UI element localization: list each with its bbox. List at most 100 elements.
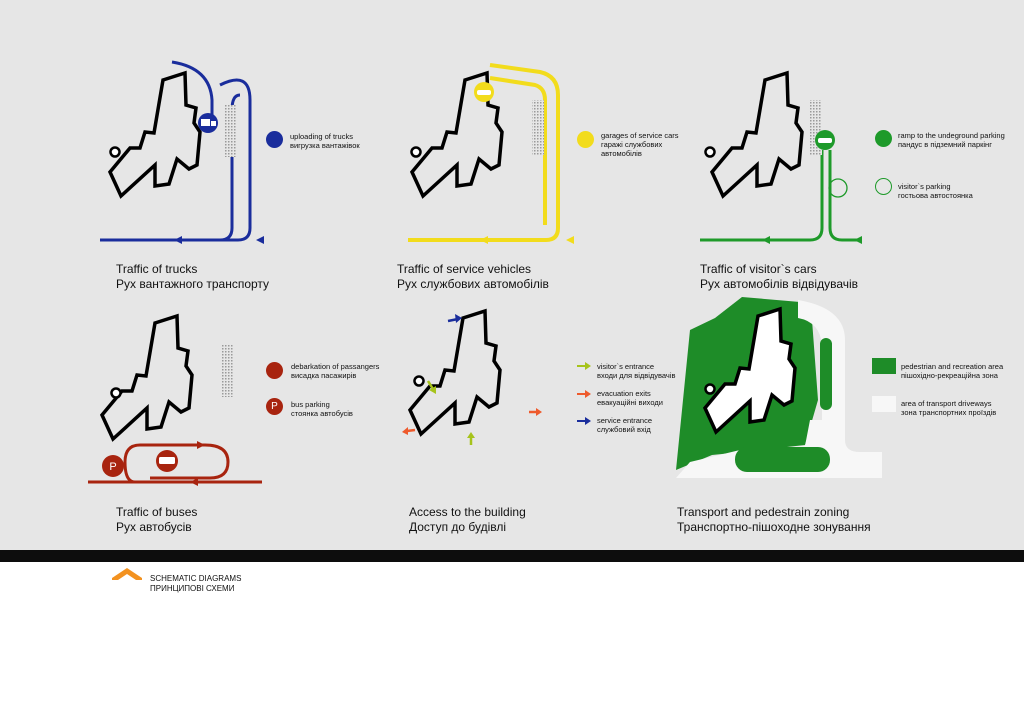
truck-glyph <box>201 119 210 126</box>
caption-access: Access to the building Доступ до будівлі <box>409 505 526 535</box>
evacuation-arrow <box>406 428 416 433</box>
caption-cars: Traffic of visitor`s cars Рух автомобілі… <box>700 262 858 292</box>
green-island <box>735 447 830 472</box>
legend-label: uploading of trucks <box>290 132 353 141</box>
arrow-service-icon <box>577 417 591 425</box>
route-arrow <box>762 236 770 244</box>
trucks-diagram <box>100 60 264 244</box>
parking-icon: P <box>266 398 283 415</box>
building-outline <box>108 71 202 198</box>
transport-swatch <box>872 396 896 412</box>
car-icon <box>577 131 594 148</box>
caption-ua: Рух автомобілів відвідувачів <box>700 277 859 291</box>
building-outline <box>408 309 502 436</box>
main-entrance-marker <box>704 146 716 158</box>
service-diagram <box>408 63 574 244</box>
legend-label: ramp to the undeground parking <box>898 131 1005 140</box>
legend-evacuation: evacuation exits евакуаційні виходи <box>597 389 663 407</box>
legend-label: visitor`s entrance <box>597 362 655 371</box>
main-entrance-marker <box>410 146 422 158</box>
legend-truck: uploading of trucks вигрузка вантажівок <box>290 132 360 150</box>
caption-ua: Рух автобусів <box>116 520 192 534</box>
caption-ua: Рух службових автомобілів <box>397 277 549 291</box>
footer-title-en: SCHEMATIC DIAGRAMS <box>150 574 242 583</box>
legend-label: входи для відвідувачів <box>597 371 676 380</box>
caption-en: Transport and pedestrain zoning <box>677 505 850 519</box>
legend-label: garages of service cars <box>601 131 679 140</box>
car-glyph <box>818 138 832 143</box>
arrow-evacuation-icon <box>577 390 591 398</box>
parking-letter: P <box>271 401 278 412</box>
legend-label: pedestrian and recreation area <box>901 362 1004 371</box>
legend-label: висадка пасажирів <box>291 371 357 380</box>
legend-label: bus parking <box>291 400 330 409</box>
building-outline <box>100 314 194 441</box>
arrow-head <box>402 427 408 435</box>
arrow-head <box>429 386 436 394</box>
legend-label: пішохідно-рекреаційна зона <box>901 371 998 380</box>
garage-hatch <box>222 345 234 397</box>
main-entrance-marker <box>110 387 122 399</box>
main-entrance-marker <box>704 383 716 395</box>
legend-label: гаражі службових <box>601 140 663 149</box>
arrow-entrance-icon <box>577 362 591 370</box>
bus-icon <box>266 362 283 379</box>
visitor-parking-icon-map <box>828 178 848 198</box>
legend-pedestrian: pedestrian and recreation area пішохідно… <box>901 362 1003 380</box>
route-arrow <box>566 236 574 244</box>
caption-trucks: Traffic of trucks Рух вантажного транспо… <box>116 262 269 292</box>
legend-label: службовий вхід <box>597 425 651 434</box>
legend-entrance: visitor`s entrance входи для відвідувачі… <box>597 362 675 380</box>
green-strip <box>820 338 832 410</box>
garage-hatch <box>532 100 544 155</box>
caption-en: Traffic of visitor`s cars <box>700 262 817 276</box>
route-arrow <box>480 236 488 244</box>
route-arrow <box>174 236 182 244</box>
bus-parking-marker <box>102 455 124 477</box>
legend-label: debarkation of passangers <box>291 362 380 371</box>
chevron-up-icon <box>112 568 142 580</box>
bus-glyph <box>159 457 175 464</box>
legend-label: евакуаційні виходи <box>597 398 663 407</box>
legend-transport: area of transport driveways зона транспо… <box>901 399 996 417</box>
route-arrow <box>256 236 264 244</box>
legend-label: evacuation exits <box>597 389 651 398</box>
bus-parking-letter: P <box>109 461 116 473</box>
truck-icon <box>266 131 283 148</box>
buses-diagram: P <box>88 314 262 486</box>
caption-en: Traffic of service vehicles <box>397 262 532 276</box>
truck-glyph <box>211 121 216 126</box>
legend-service: garages of service cars гаражі службових… <box>601 131 679 158</box>
route-arrow <box>854 236 862 244</box>
legend-label: вигрузка вантажівок <box>290 141 360 150</box>
legend-label: area of transport driveways <box>901 399 992 408</box>
divider-bar <box>0 550 1024 562</box>
legend-label: зона транспортних проїздів <box>901 408 997 417</box>
zoning-diagram <box>676 297 882 478</box>
legend-label: пандус в підземний паркінг <box>898 140 992 149</box>
legend-label: гостьова автостоянка <box>898 191 973 200</box>
car-glyph <box>477 90 491 95</box>
caption-en: Traffic of buses <box>116 505 198 519</box>
car-ramp-icon <box>875 130 892 147</box>
car-outline-icon <box>875 178 892 195</box>
legend-label: service entrance <box>597 416 653 425</box>
cars-diagram <box>700 71 862 244</box>
car-route <box>700 150 862 242</box>
main-entrance-marker <box>413 375 425 387</box>
legend-bus-parking: bus parking стоянка автобусів <box>291 400 353 418</box>
arrow-head <box>467 432 475 438</box>
legend-label: visitor`s parking <box>898 182 951 191</box>
pedestrian-swatch <box>872 358 896 374</box>
caption-ua: Рух вантажного транспорту <box>116 277 270 291</box>
service-route <box>408 63 560 242</box>
caption-en: Access to the building <box>409 505 526 519</box>
garage-hatch <box>225 105 237 157</box>
main-entrance-marker <box>109 146 121 158</box>
caption-ua: Доступ до будівлі <box>409 520 507 534</box>
legend-label: автомобілів <box>601 149 642 158</box>
visitor-entrance-arrow <box>426 380 435 390</box>
caption-service: Traffic of service vehicles Рух службови… <box>397 262 549 292</box>
route-arrow <box>190 478 198 486</box>
arrow-head <box>536 408 542 416</box>
